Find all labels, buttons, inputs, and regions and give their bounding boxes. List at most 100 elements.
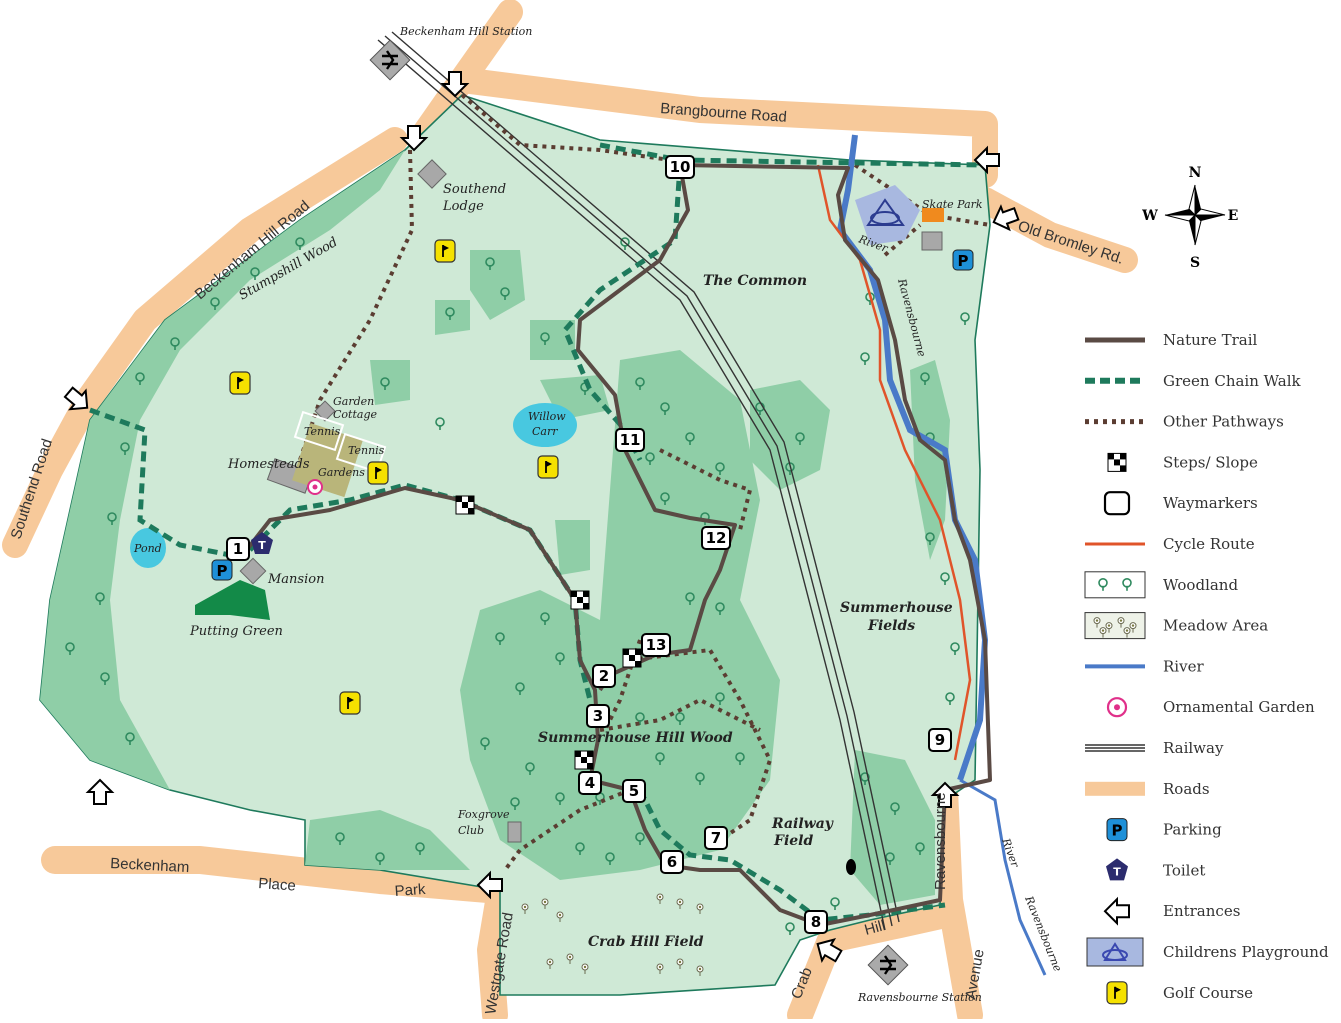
golf-flag-icon — [229, 371, 251, 395]
compass-w: W — [1141, 208, 1158, 224]
legend-item-river: River — [1085, 657, 1204, 675]
garden-cottage-building — [314, 400, 336, 422]
road-ravensbourne-ave — [932, 777, 983, 1023]
label-tennis-1: Tennis — [304, 425, 341, 438]
label-summerhouse-hill-wood: Summerhouse Hill Wood — [538, 730, 733, 746]
legend-item-nature-trail: Nature Trail — [1085, 331, 1257, 349]
mansion-building — [239, 557, 267, 585]
svg-text:P: P — [217, 562, 228, 580]
foxgrove-club-building — [507, 821, 522, 843]
willow-carr-pond — [513, 403, 577, 447]
tree-icon — [1084, 571, 1146, 599]
label-southend-lodge-2: Lodge — [442, 199, 484, 214]
road-label-hill: Hill — [863, 917, 888, 939]
legend-label: Parking — [1163, 821, 1222, 839]
southend-lodge-building — [417, 159, 447, 189]
legend-item-parking: P Parking — [1106, 818, 1222, 842]
skate-park-building — [921, 231, 943, 251]
legend-label: Toilet — [1163, 861, 1205, 879]
waymarker-number: 13 — [646, 636, 667, 654]
legend-label: Cycle Route — [1163, 535, 1255, 553]
legend-item-steps-slope: Steps/ Slope — [1107, 452, 1258, 472]
svg-text:T: T — [258, 539, 266, 552]
legend-label: Meadow Area — [1163, 617, 1268, 635]
station-label-north: Beckenham Hill Station — [399, 25, 532, 38]
waymarker-box — [1103, 491, 1131, 516]
entrance-arrow-icon — [87, 779, 113, 805]
legend-item-golf-course: Golf Course — [1106, 980, 1253, 1005]
road-westgate — [477, 877, 513, 1023]
golf-flag-icon — [339, 691, 361, 715]
waymarker-number: 12 — [706, 529, 727, 547]
railway-lines — [1085, 744, 1145, 752]
label-mansion: Mansion — [267, 572, 324, 587]
waymarker-1: 1 — [226, 537, 250, 561]
legend-item-other-pathways: Other Pathways — [1085, 413, 1284, 431]
steps-icon — [455, 495, 475, 515]
waymarker-8: 8 — [804, 910, 828, 934]
legend-item-toilet: T Toilet — [1106, 858, 1205, 881]
label-willow-carr-2: Carr — [532, 425, 558, 438]
legend-item-woodland: Woodland — [1084, 571, 1238, 599]
legend-label: Green Chain Walk — [1163, 372, 1301, 390]
woodland-small-5 — [555, 520, 590, 575]
label-pond: Pond — [133, 542, 162, 555]
woodland-summerhouse-hill — [460, 350, 780, 880]
waymarker-11: 11 — [615, 428, 645, 452]
waymarker-13: 13 — [641, 633, 671, 657]
legend-label: Waymarkers — [1163, 494, 1258, 512]
legend-label: River — [1163, 657, 1204, 675]
compass-n: N — [1189, 165, 1202, 181]
waymarker-6: 6 — [660, 850, 684, 874]
golf-flag-icon — [537, 455, 559, 479]
legend-label: Railway — [1163, 739, 1224, 757]
label-railway-field-1: Railway — [771, 816, 834, 832]
waymarker-number: 1 — [233, 540, 243, 558]
label-garden-cottage-2: Cottage — [333, 408, 377, 421]
nature-trail — [243, 163, 992, 927]
label-crab-hill-field: Crab Hill Field — [588, 934, 704, 950]
woodland-small-1 — [470, 250, 525, 320]
road-label-place: Place — [258, 875, 297, 895]
waymarker-4: 4 — [578, 771, 602, 795]
legend-item-childrens-playground: Childrens Playground — [1086, 937, 1329, 967]
station-label-south: Ravensbourne Station — [857, 991, 982, 1004]
woodland-south — [305, 810, 470, 870]
tennis-court-1 — [293, 410, 345, 452]
label-garden-cottage-1: Garden — [333, 395, 374, 408]
parking-icon: P — [1106, 818, 1128, 842]
buildings — [239, 159, 943, 843]
skate-park-ramp — [922, 208, 944, 222]
legend-item-waymarkers: Waymarkers — [1103, 491, 1258, 516]
waymarker-9: 9 — [928, 728, 952, 752]
golf-flag-icon — [434, 239, 456, 263]
flower-icon — [1106, 697, 1128, 718]
label-skate-park: Skate Park — [922, 198, 983, 211]
road-label-beckenham: Beckenham — [110, 855, 190, 876]
waymarker-2: 2 — [592, 664, 616, 688]
legend-label: Childrens Playground — [1163, 943, 1329, 961]
road-southend — [2, 387, 101, 558]
label-summerhouse-fields-2: Fields — [867, 618, 915, 634]
legend-label: Woodland — [1163, 576, 1238, 594]
compass-e: E — [1228, 208, 1239, 224]
svg-text:P: P — [958, 252, 969, 270]
steps-icon — [570, 590, 590, 610]
legend-item-ornamental-garden: Ornamental Garden — [1106, 697, 1315, 718]
waymarker-number: 8 — [811, 913, 821, 931]
svg-text:T: T — [1113, 865, 1121, 878]
label-ravensbourne-river-bottom: Ravensbourne — [1022, 893, 1065, 974]
road-crab-hill — [787, 902, 958, 1023]
waymarker-10: 10 — [665, 155, 695, 179]
waymarker-number: 10 — [670, 158, 691, 176]
label-willow-carr-1: Willow — [528, 410, 566, 423]
label-homesteads: Homesteads — [227, 457, 310, 472]
railway — [377, 31, 900, 931]
river-lower — [959, 778, 1047, 976]
woodland-small-4 — [530, 320, 575, 360]
legend-item-meadow-area: Meadow Area — [1084, 612, 1268, 640]
steps-icon — [1107, 452, 1127, 472]
toilet-icon: T — [1106, 858, 1128, 881]
